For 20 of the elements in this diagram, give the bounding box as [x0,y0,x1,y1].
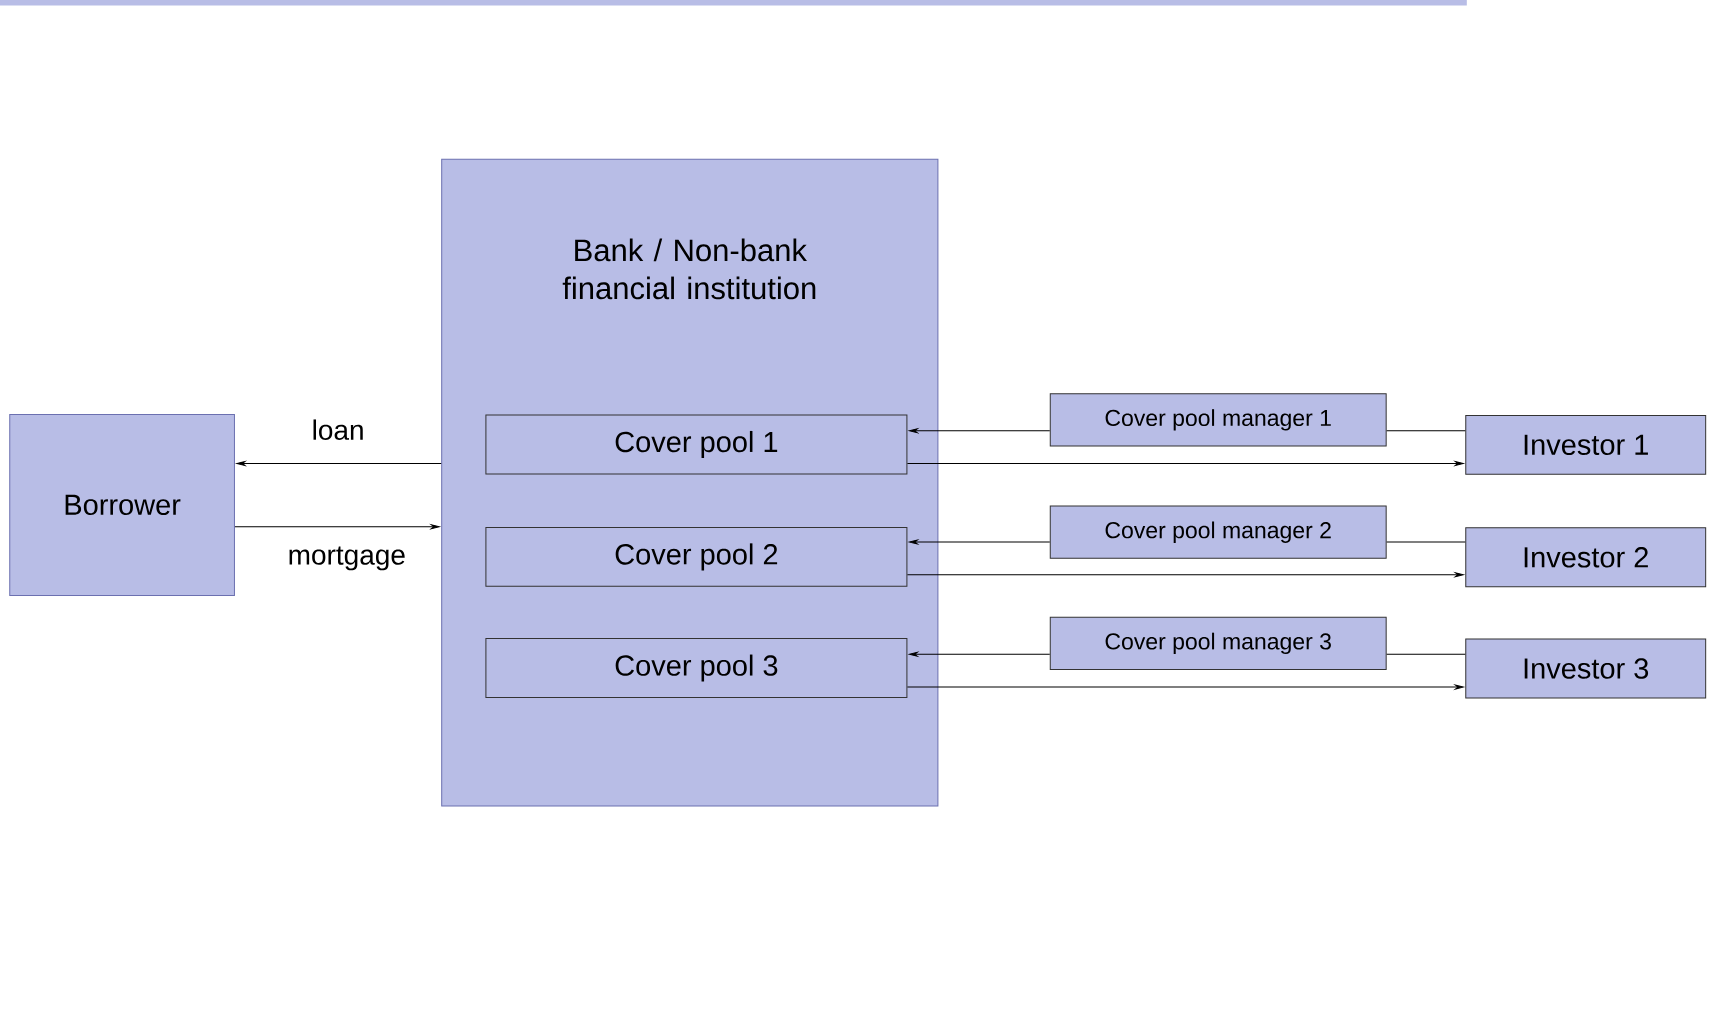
arrow [234,524,440,530]
cover-pool-box: Cover pool 3 [485,638,908,698]
edge-label: loan [313,419,363,440]
cover-pool-box: Cover pool 1 [485,414,908,475]
arrow [906,572,1464,578]
arrow [906,684,1464,690]
investor-box: Investor 2 [1465,527,1707,588]
arrow [908,651,1051,657]
arrow [908,539,1051,545]
investor-box: Investor 3 [1465,638,1707,699]
manager-box: Cover pool manager 3 [1049,616,1387,671]
manager-box: Cover pool manager 2 [1049,505,1387,559]
borrower-box: Borrower [9,413,235,596]
cover-pool-box: Cover pool 2 [485,526,908,587]
arrow [236,461,442,466]
arrow [906,461,1464,466]
arrow [908,428,1051,434]
investor-box: Investor 1 [1465,414,1707,475]
edge-label: mortgage [289,546,405,571]
manager-box: Cover pool manager 1 [1049,393,1387,447]
